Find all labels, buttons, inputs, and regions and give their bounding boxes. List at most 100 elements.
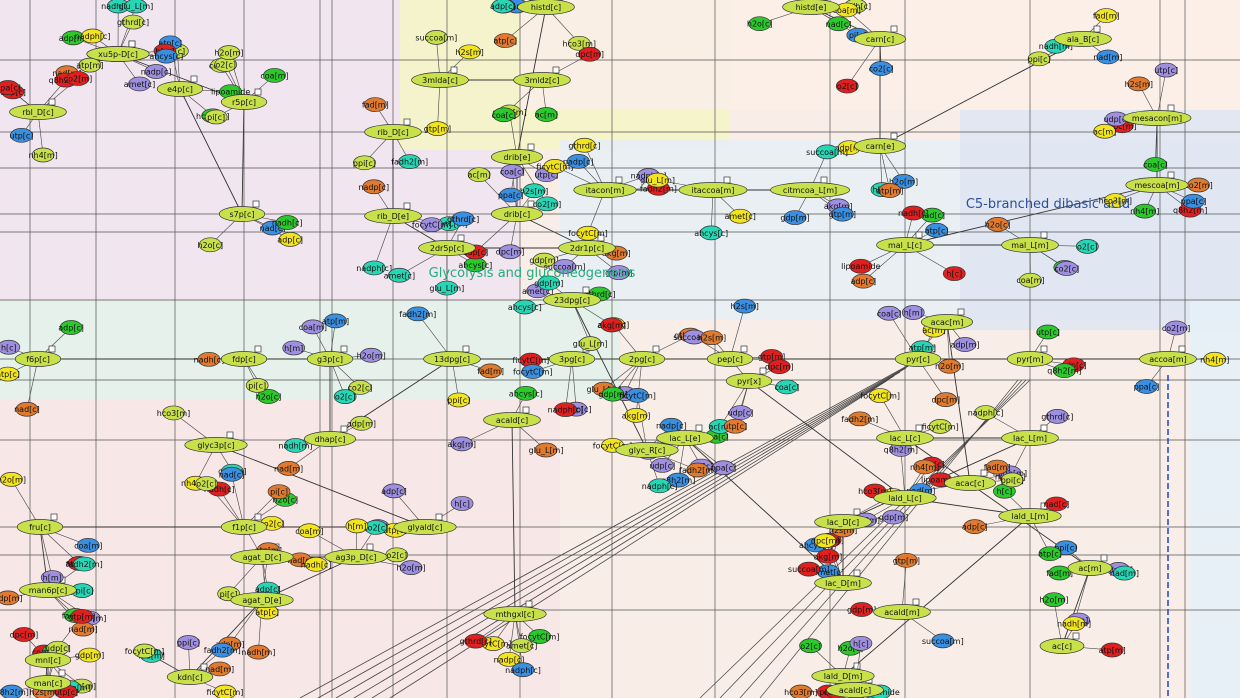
metabolite-node[interactable]: carn[e]	[854, 138, 906, 154]
cofactor-node[interactable]: ahcys[c]	[694, 225, 728, 241]
cofactor-node[interactable]: amet[c]	[384, 267, 415, 283]
cofactor-node[interactable]: gdp[m]	[879, 509, 908, 525]
reaction-node[interactable]	[48, 98, 56, 106]
cofactor-node[interactable]: gthrd[c]	[117, 14, 149, 30]
reaction-node[interactable]	[980, 469, 988, 477]
cofactor-node[interactable]: nad[c]	[826, 16, 852, 32]
cofactor-node[interactable]: ficytC[m]	[207, 684, 244, 698]
cofactor-node[interactable]: h[m]	[282, 340, 306, 356]
metabolite-node[interactable]: accoa[m]	[1139, 351, 1197, 367]
cofactor-node[interactable]: fadh2[m]	[204, 642, 241, 658]
cofactor-node[interactable]: gthrd[c]	[1041, 409, 1073, 424]
metabolite-node[interactable]: lac_L[e]	[656, 430, 714, 446]
cofactor-node[interactable]: nadh[c]	[898, 205, 929, 221]
cofactor-node[interactable]: fad[m]	[362, 97, 389, 112]
cofactor-node[interactable]: o2[c]	[333, 389, 357, 404]
cofactor-node[interactable]: adp[m]	[0, 590, 23, 606]
metabolite-node[interactable]: mal_L[c]	[876, 237, 934, 253]
cofactor-node[interactable]: nadph[c]	[548, 402, 584, 417]
cofactor-node[interactable]: dpc[m]	[811, 533, 840, 549]
cofactor-node[interactable]: nadp[c]	[141, 64, 172, 79]
cofactor-node[interactable]: pi[c]	[267, 484, 291, 500]
reaction-node[interactable]	[853, 508, 861, 516]
cofactor-node[interactable]: coa[c]	[491, 107, 516, 123]
cofactor-node[interactable]: nadph[c]	[75, 28, 111, 44]
metabolite-node[interactable]: citmcoa_L[m]	[770, 182, 850, 198]
cofactor-node[interactable]: focytC[m]	[520, 629, 560, 644]
cofactor-node[interactable]: ppi[c]	[1001, 472, 1024, 488]
cofactor-node[interactable]: h[c]	[0, 339, 21, 355]
reaction-node[interactable]	[522, 406, 530, 414]
cofactor-node[interactable]: atp[c]	[493, 33, 517, 48]
reaction-node[interactable]	[527, 200, 535, 208]
cofactor-node[interactable]: ac[m]	[535, 107, 558, 122]
reaction-node[interactable]	[582, 286, 590, 294]
reaction-node[interactable]	[853, 662, 861, 670]
metabolite-node[interactable]: pep[c]	[706, 351, 754, 367]
cofactor-node[interactable]: nh4[m]	[1200, 351, 1229, 367]
cofactor-node[interactable]: gdp[m]	[75, 647, 104, 663]
cofactor-node[interactable]: gtp[m]	[605, 265, 632, 280]
cofactor-node[interactable]: hco3[m]	[157, 405, 191, 421]
cofactor-node[interactable]: h2o[m]	[935, 358, 964, 374]
cofactor-node[interactable]: nadh[m]	[278, 438, 313, 453]
cofactor-node[interactable]: focytC[m]	[125, 643, 165, 659]
cofactor-node[interactable]: co2[c]	[1054, 261, 1079, 276]
cofactor-node[interactable]: dpc[m]	[496, 244, 525, 260]
metabolite-node[interactable]: lac_D[m]	[814, 575, 872, 591]
cofactor-node[interactable]: gdp[m]	[598, 386, 628, 402]
cofactor-node[interactable]: ppi[c]	[353, 155, 376, 171]
metabolite-node[interactable]: e4p[c]	[156, 81, 204, 97]
cofactor-node[interactable]: nadh[c]	[301, 556, 332, 572]
cofactor-node[interactable]: ppi[c]	[447, 392, 470, 408]
reaction-node[interactable]	[403, 202, 411, 210]
cofactor-node[interactable]: gthrd[c]	[460, 633, 492, 649]
metabolite-node[interactable]: r5p[c]	[220, 94, 268, 110]
cofactor-node[interactable]: coa[m]	[260, 68, 289, 83]
cofactor-node[interactable]: amet[c]	[724, 208, 756, 224]
cofactor-node[interactable]: ppi[c]	[177, 635, 200, 650]
cofactor-node[interactable]: utp[c]	[10, 127, 34, 143]
cofactor-node[interactable]: coa[m]	[299, 319, 327, 335]
cofactor-node[interactable]: nad[c]	[1044, 496, 1070, 512]
reaction-node[interactable]	[915, 231, 923, 239]
reaction-node[interactable]	[450, 66, 458, 74]
cofactor-node[interactable]: gthrd[c]	[447, 211, 479, 227]
reaction-node[interactable]	[552, 66, 560, 74]
cofactor-node[interactable]: coa[m]	[833, 2, 861, 18]
cofactor-node[interactable]: nad[m]	[274, 461, 303, 476]
reaction-node[interactable]	[740, 345, 748, 353]
cofactor-node[interactable]: udp[c]	[728, 405, 754, 420]
cofactor-node[interactable]: dpc[m]	[575, 46, 604, 62]
metabolite-node[interactable]: glyc3p[c]	[184, 437, 248, 453]
cofactor-node[interactable]: fadh2[m]	[841, 411, 878, 427]
cofactor-node[interactable]: amet[c]	[124, 76, 155, 92]
cofactor-node[interactable]: nadh[c]	[194, 351, 225, 367]
metabolite-node[interactable]: lald_L[c]	[873, 490, 937, 506]
metabolite-node[interactable]: lac_L[m]	[1001, 430, 1059, 446]
cofactor-node[interactable]: coa[m]	[295, 523, 323, 539]
metabolite-node[interactable]: mesacon[m]	[1122, 110, 1192, 126]
cofactor-node[interactable]: adp[c]	[277, 232, 303, 247]
reaction-node[interactable]	[652, 345, 660, 353]
reaction-node[interactable]	[1040, 345, 1048, 353]
reaction-node[interactable]	[853, 569, 861, 577]
metabolite-node[interactable]: mnl[c]	[24, 652, 72, 668]
cofactor-node[interactable]: amet[c]	[506, 638, 537, 654]
cofactor-node[interactable]: glu_L[m]	[118, 0, 153, 14]
metabolite-node[interactable]: itacon[m]	[573, 182, 637, 198]
cofactor-node[interactable]: focytC[m]	[568, 225, 608, 241]
cofactor-node[interactable]: o2[c]	[799, 638, 822, 654]
reaction-node[interactable]	[48, 345, 56, 353]
reaction-node[interactable]	[226, 431, 234, 439]
cofactor-node[interactable]: fad[m]	[1046, 565, 1073, 581]
reaction-node[interactable]	[340, 425, 348, 433]
metabolite-node[interactable]: mescoa[m]	[1125, 177, 1189, 193]
cofactor-node[interactable]: fadh2[m]	[679, 462, 716, 478]
reaction-node[interactable]	[890, 132, 898, 140]
cofactor-node[interactable]: udp[c]	[649, 457, 675, 473]
metabolite-node[interactable]: ac[m]	[1067, 560, 1113, 576]
cofactor-node[interactable]: utp[c]	[723, 418, 747, 434]
cofactor-node[interactable]: ppi[c]	[1028, 51, 1051, 67]
metabolite-node[interactable]: lald_D[m]	[811, 668, 875, 684]
